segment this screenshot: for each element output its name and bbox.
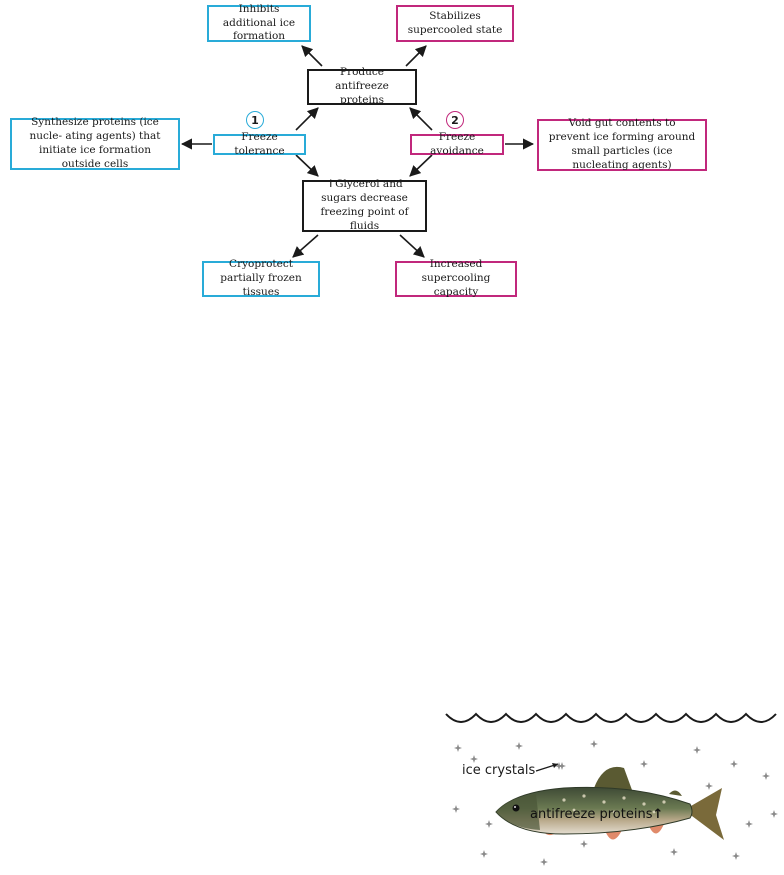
- arrow-avoidance-to-glycerol: [409, 154, 433, 177]
- ice-crystals-label: ice crystals: [462, 763, 536, 778]
- synthesize-proteins-text: Synthesize proteins (ice nucle- ating ag…: [29, 116, 161, 170]
- supercooling-capacity-box: Increased supercooling capacity: [395, 258, 517, 298]
- freeze-tolerance-text: Freeze tolerance: [234, 130, 285, 157]
- supercooling-capacity-text: Increased supercooling capacity: [421, 258, 491, 298]
- glycerol-sugars-text: Glycerol and sugars decrease freezing po…: [320, 178, 409, 232]
- void-gut-box: Void gut contents to prevent ice forming…: [537, 117, 707, 171]
- arrow-layer: [180, 45, 535, 258]
- antifreeze-proteins-text: Produce antifreeze proteins: [335, 66, 389, 106]
- arrow-antifreeze-to-stabilizes: [405, 45, 427, 67]
- stabilizes-supercooled-text: Stabilizes supercooled state: [407, 9, 503, 36]
- glycerol-sugars-box: ↑Glycerol and sugars decrease freezing p…: [302, 178, 427, 233]
- ice-crystal-icons: [452, 740, 778, 866]
- arrow-glycerol-to-cryoprotect: [292, 234, 319, 258]
- arrow-avoidance-to-antifreeze: [409, 107, 433, 131]
- arrow-tolerance-to-glycerol: [295, 154, 319, 177]
- arrow-glycerol-to-supercooling: [399, 234, 425, 258]
- avoidance-number-badge: 2: [446, 111, 464, 129]
- tolerance-number-badge: 1: [246, 111, 264, 129]
- fish-illustration: ice crystals antifreeze proteins↑: [444, 700, 784, 875]
- void-gut-text: Void gut contents to prevent ice forming…: [548, 117, 696, 171]
- freeze-avoidance-box: Freeze avoidance: [410, 131, 504, 157]
- fish-icon: [495, 766, 724, 840]
- water-surface-waves: [445, 712, 777, 723]
- stabilizes-supercooled-box: Stabilizes supercooled state: [396, 5, 514, 42]
- fish-scene-svg: [445, 712, 778, 866]
- freeze-avoidance-text: Freeze avoidance: [430, 130, 484, 157]
- increase-arrow-icon: ↑: [326, 178, 336, 191]
- antifreeze-proteins-box: Produce antifreeze proteins: [307, 66, 417, 106]
- antifreeze-proteins-label: antifreeze proteins↑: [530, 807, 664, 822]
- arrow-tolerance-to-antifreeze: [295, 107, 319, 131]
- inhibits-ice-text: Inhibits additional ice formation: [222, 2, 296, 43]
- inhibits-ice-box: Inhibits additional ice formation: [207, 2, 311, 43]
- protein-increase-arrow-icon: ↑: [652, 807, 664, 822]
- glycerol-sugars-line: ↑Glycerol and sugars decrease freezing p…: [310, 178, 419, 233]
- freeze-tolerance-box: Freeze tolerance: [213, 131, 306, 157]
- arrow-antifreeze-to-inhibits: [301, 45, 323, 67]
- synthesize-proteins-box: Synthesize proteins (ice nucle- ating ag…: [10, 116, 180, 170]
- cryoprotect-box: Cryoprotect partially frozen tissues: [202, 258, 320, 298]
- cryoprotect-text: Cryoprotect partially frozen tissues: [220, 258, 302, 298]
